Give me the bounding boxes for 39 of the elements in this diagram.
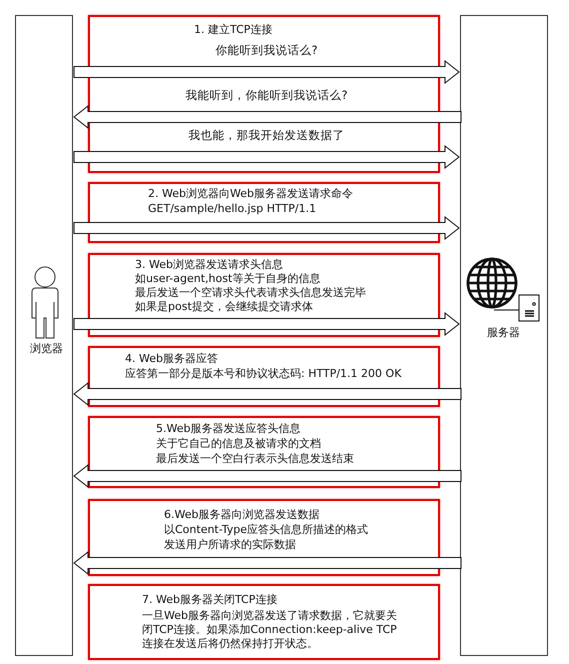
step-box (88, 584, 440, 660)
edge-label: 你能听到我说话么? (215, 43, 318, 57)
step-box (88, 182, 440, 243)
step-text: 如果是post提交，会继续提交请求体 (135, 300, 313, 314)
step-box (88, 499, 440, 576)
block-arrow (74, 60, 460, 84)
block-arrow (74, 144, 460, 170)
step-text: GET/sample/hello.jsp HTTP/1.1 (148, 202, 316, 216)
edge-label: 我也能，那我开始发送数据了 (188, 128, 344, 142)
block-arrow (73, 382, 462, 406)
step-text: 最后发送一个空请求头代表请求头信息发送完毕 (135, 286, 366, 300)
block-arrow (73, 550, 462, 576)
step-box (88, 15, 440, 173)
step-heading: 5.Web服务器发送应答头信息 (156, 422, 300, 436)
step-heading: 4. Web服务器应答 (125, 352, 218, 366)
edge-label: 我能听到，你能听到我说话么? (185, 88, 348, 102)
block-arrow (73, 104, 462, 130)
server-lane (460, 15, 548, 656)
step-text: 如user-agent,host等关于自身的信息 (135, 272, 320, 286)
step-text: 应答第一部分是版本号和协议状态码: HTTP/1.1 200 OK (125, 367, 402, 381)
browser-lane (15, 15, 73, 656)
lane-label: 浏览器 (30, 342, 63, 356)
block-arrow (74, 216, 460, 240)
block-arrow (73, 464, 462, 488)
lane-label: 服务器 (487, 326, 520, 340)
step-heading: 3. Web浏览器发送请求头信息 (135, 258, 283, 272)
step-heading: 1. 建立TCP连接 (194, 23, 272, 37)
step-box (88, 416, 440, 488)
step-box (88, 346, 440, 407)
step-text: 关于它自己的信息及被请求的文档 (156, 437, 321, 451)
step-text: 最后发送一个空白行表示头信息发送结束 (156, 452, 354, 466)
step-heading: 6.Web服务器向浏览器发送数据 (164, 508, 320, 522)
step-text: 发送用户所请求的实际数据 (164, 538, 296, 552)
step-heading: 2. Web浏览器向Web服务器发送请求命令 (148, 187, 353, 201)
step-box (88, 253, 440, 337)
block-arrow (74, 312, 460, 336)
step-text: 一旦Web服务器向浏览器发送了请求数据，它就要关闭TCP连接。如果添加Connection:keep-alive TCP连接在发送后将仍然保持打开状态。 (142, 609, 398, 651)
step-heading: 7. Web服务器关闭TCP连接 (142, 593, 278, 607)
step-text: 以Content-Type应答头信息所描述的格式 (164, 523, 368, 537)
